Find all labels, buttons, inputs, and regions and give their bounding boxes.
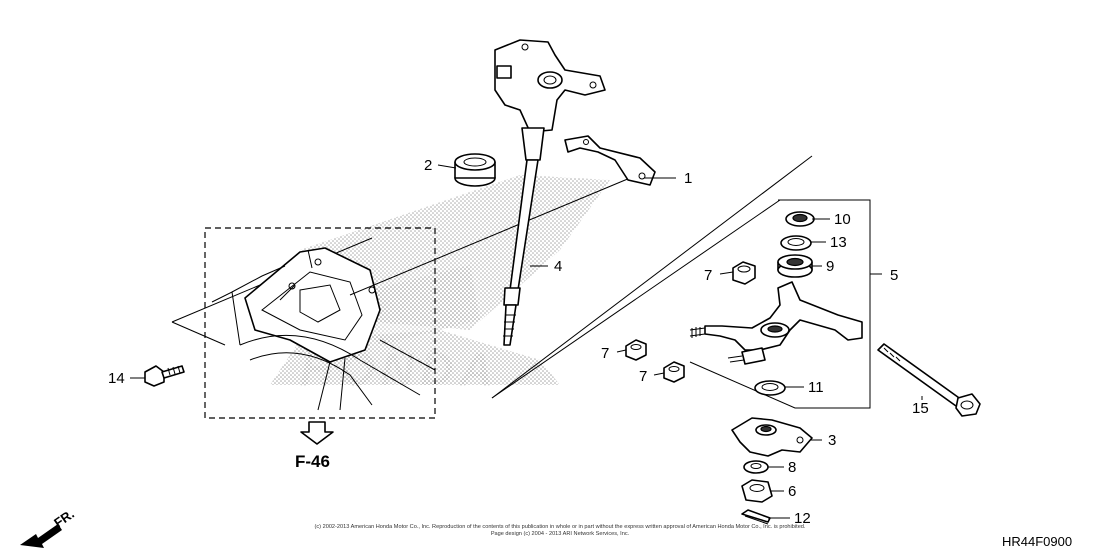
callout-11[interactable]: 11 (808, 379, 824, 396)
part-2-seal (454, 153, 496, 187)
callout-15[interactable]: 15 (912, 400, 929, 417)
callout-9[interactable]: 9 (826, 258, 834, 275)
exploded-view-line (491, 199, 781, 399)
part-7-nut-c (663, 361, 685, 383)
part-6-nut (741, 479, 773, 503)
callout-6[interactable]: 6 (788, 483, 796, 500)
reference-label[interactable]: F-46 (295, 452, 330, 471)
callout-2[interactable]: 2 (424, 157, 432, 174)
reference-arrow-icon (300, 421, 334, 445)
frame-structure (171, 237, 436, 411)
part-3-plate (731, 417, 813, 457)
callout-8[interactable]: 8 (788, 459, 796, 476)
callout-12[interactable]: 12 (794, 510, 811, 527)
part-15-bolt (877, 343, 981, 417)
exploded-view-line (491, 155, 813, 399)
callout-7-upper[interactable]: 7 (704, 267, 712, 284)
part-10-bearing (785, 211, 815, 227)
callout-1[interactable]: 1 (684, 170, 692, 187)
part-7-nut-b (625, 339, 647, 361)
callout-7-left[interactable]: 7 (601, 345, 609, 362)
diagram-code: HR44F0900 (1002, 534, 1072, 549)
leader-line (349, 177, 631, 296)
frame-reference-box (204, 227, 436, 419)
part-1-bracket (564, 135, 656, 186)
callout-5[interactable]: 5 (890, 267, 898, 284)
part-9-bearing (777, 254, 813, 278)
copyright-line-1: (c) 2002-2013 American Honda Motor Co., … (315, 524, 806, 530)
copyright-line-2: Page design (c) 2004 - 2013 ARI Network … (491, 531, 630, 537)
steering-column (494, 39, 606, 346)
part-8-washer (743, 460, 769, 474)
part-12-pin (741, 509, 771, 525)
callout-leaders (130, 164, 923, 519)
part-7-nut-a (732, 261, 756, 285)
part-13-ring (780, 235, 812, 251)
callout-7-lower[interactable]: 7 (639, 368, 647, 385)
callout-3[interactable]: 3 (828, 432, 836, 449)
part-5-arm (689, 281, 863, 365)
callout-10[interactable]: 10 (834, 211, 851, 228)
callout-13[interactable]: 13 (830, 234, 847, 251)
part-11-seal (754, 380, 786, 396)
front-arrow-icon (20, 524, 62, 548)
callout-14[interactable]: 14 (108, 370, 125, 387)
part-14-bolt (144, 365, 185, 387)
callout-4[interactable]: 4 (554, 258, 562, 275)
